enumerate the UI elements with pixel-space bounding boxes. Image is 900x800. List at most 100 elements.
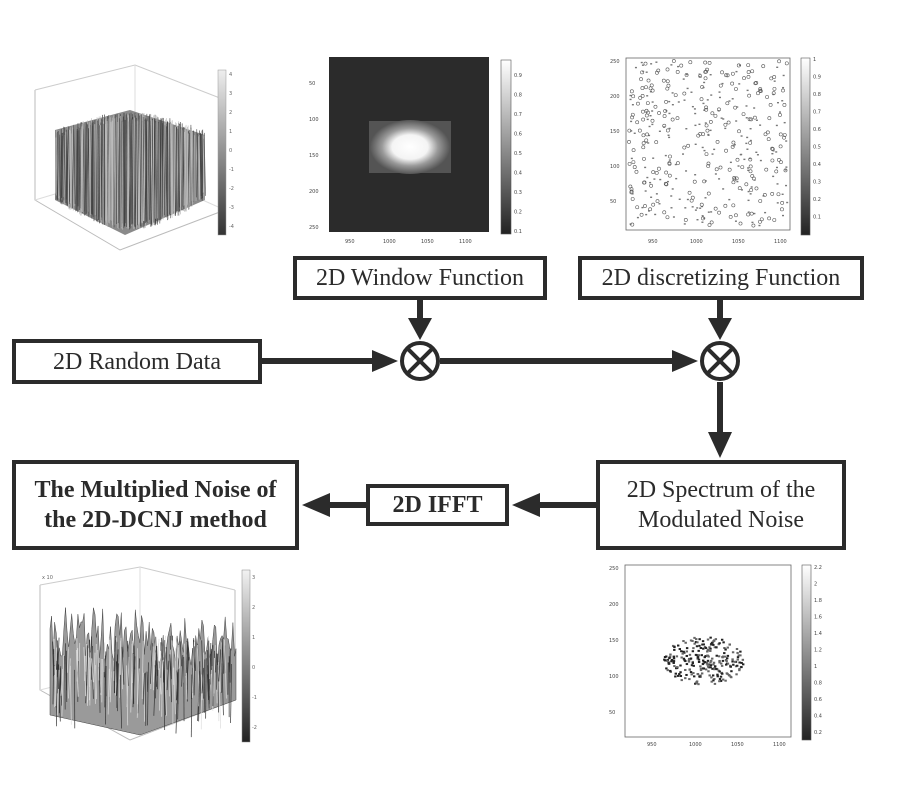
data-point [713,666,717,669]
data-point [712,643,715,646]
data-point [665,667,668,670]
surface-stroke [126,665,129,726]
data-point [736,651,739,654]
data-point [714,665,717,668]
data-point [630,222,635,227]
data-point [728,198,731,201]
surface-stroke [60,668,64,696]
tick-label: 1050 [421,239,434,245]
data-point [725,101,730,106]
data-point [670,195,673,197]
data-point [699,646,703,649]
data-point [648,207,653,212]
data-point [673,648,676,651]
data-point [698,123,701,126]
data-point [664,154,667,157]
data-point [691,662,694,665]
data-point [703,661,707,664]
data-point [666,669,669,672]
data-point [685,654,688,657]
data-point [696,657,699,660]
data-point [699,667,703,670]
tick-label: 1100 [774,239,787,245]
surface-stroke [101,659,103,703]
data-point [736,63,741,68]
data-point [634,169,639,174]
data-point [650,118,655,123]
data-point [709,666,712,669]
data-point [688,60,693,65]
data-point [737,165,740,167]
data-point [731,140,736,145]
data-point [702,662,706,665]
surface-stroke [70,665,72,725]
data-point [690,195,695,200]
data-point [695,645,699,648]
data-point [724,148,728,153]
data-point [741,112,746,117]
data-point [776,101,779,104]
data-point [683,218,688,222]
data-point [705,662,709,665]
surface-stroke [175,127,177,216]
colorbar-label: 1.8 [814,598,822,604]
data-point [755,119,758,121]
data-point [706,663,709,666]
data-point [738,669,741,672]
data-point [749,128,752,130]
surface-stroke [81,121,84,213]
surface-stroke [97,649,100,681]
data-point [629,98,632,101]
data-point [703,76,708,81]
surface-stroke [133,645,136,670]
data-point [645,71,648,73]
data-point [681,652,684,655]
surface-stroke [132,653,135,704]
data-point [697,649,700,652]
data-point [732,663,735,666]
surface-stroke [177,658,180,720]
data-point [739,153,742,156]
data-point [657,111,661,115]
data-point [670,207,673,209]
data-point [647,142,650,144]
data-point [706,665,710,668]
data-point [644,108,649,113]
data-point [726,662,730,665]
data-point [768,103,773,107]
data-point [684,677,687,680]
data-point [696,673,699,676]
colorbar-label: 0.8 [814,681,822,687]
data-point [651,170,656,175]
data-point [709,659,713,662]
surface-stroke [125,119,127,227]
colorbar-label: 0.2 [814,730,822,736]
data-point [756,91,760,96]
data-point [687,659,691,662]
data-point [753,212,756,215]
data-point [712,661,716,664]
data-point [690,91,693,93]
data-point [775,124,778,127]
colorbar-label: 0.9 [514,73,522,79]
data-point [639,212,644,217]
data-point [685,647,689,650]
data-point [631,148,636,153]
surface-stroke [119,674,122,729]
data-point [675,655,679,658]
data-point [785,184,788,187]
surface-stroke [173,127,176,216]
surface-stroke [135,120,138,229]
spectrum-label-line2: Modulated Noise [638,507,804,533]
data-point [753,107,756,109]
surface-stroke [67,129,69,206]
data-point [683,659,686,662]
data-point [735,673,738,676]
colorbar-label: -1 [252,695,257,701]
data-point [675,666,679,669]
colorbar-label: 0.2 [514,210,522,216]
surface-stroke [121,646,125,685]
surface-stroke [201,135,204,201]
data-point [710,211,713,213]
data-point [695,654,699,657]
